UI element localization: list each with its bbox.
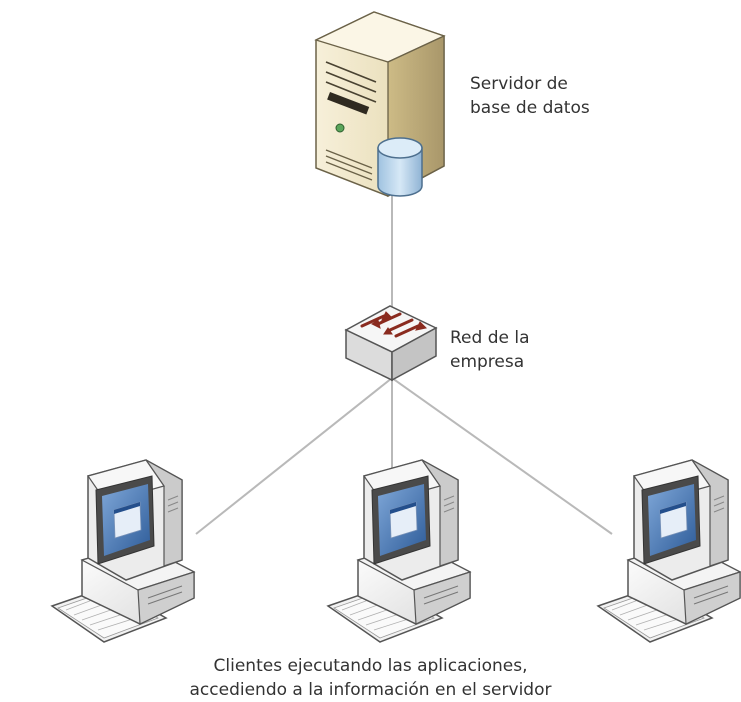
network-label: Red de la empresa xyxy=(450,326,530,374)
server-label-line-2: base de datos xyxy=(470,98,590,118)
clients-caption-line-1: Clientes ejecutando las aplicaciones, xyxy=(213,656,528,676)
switch-to-client-1-line xyxy=(195,377,393,535)
clients-caption: Clientes ejecutando las aplicaciones, ac… xyxy=(0,654,741,702)
client-computer-2-icon xyxy=(327,459,471,643)
network-switch-icon xyxy=(344,305,438,382)
network-label-line-2: empresa xyxy=(450,352,525,372)
server-label: Servidor de base de datos xyxy=(470,72,590,120)
clients-caption-line-2: accediendo a la información en el servid… xyxy=(189,680,552,700)
client-computer-1-icon xyxy=(51,459,195,643)
server-label-line-1: Servidor de xyxy=(470,74,568,94)
database-cylinder-icon xyxy=(377,137,423,197)
connection-lines xyxy=(195,196,613,535)
network-label-line-1: Red de la xyxy=(450,328,530,348)
switch-to-client-3-line xyxy=(391,377,613,535)
client-computer-3-icon xyxy=(597,459,741,643)
